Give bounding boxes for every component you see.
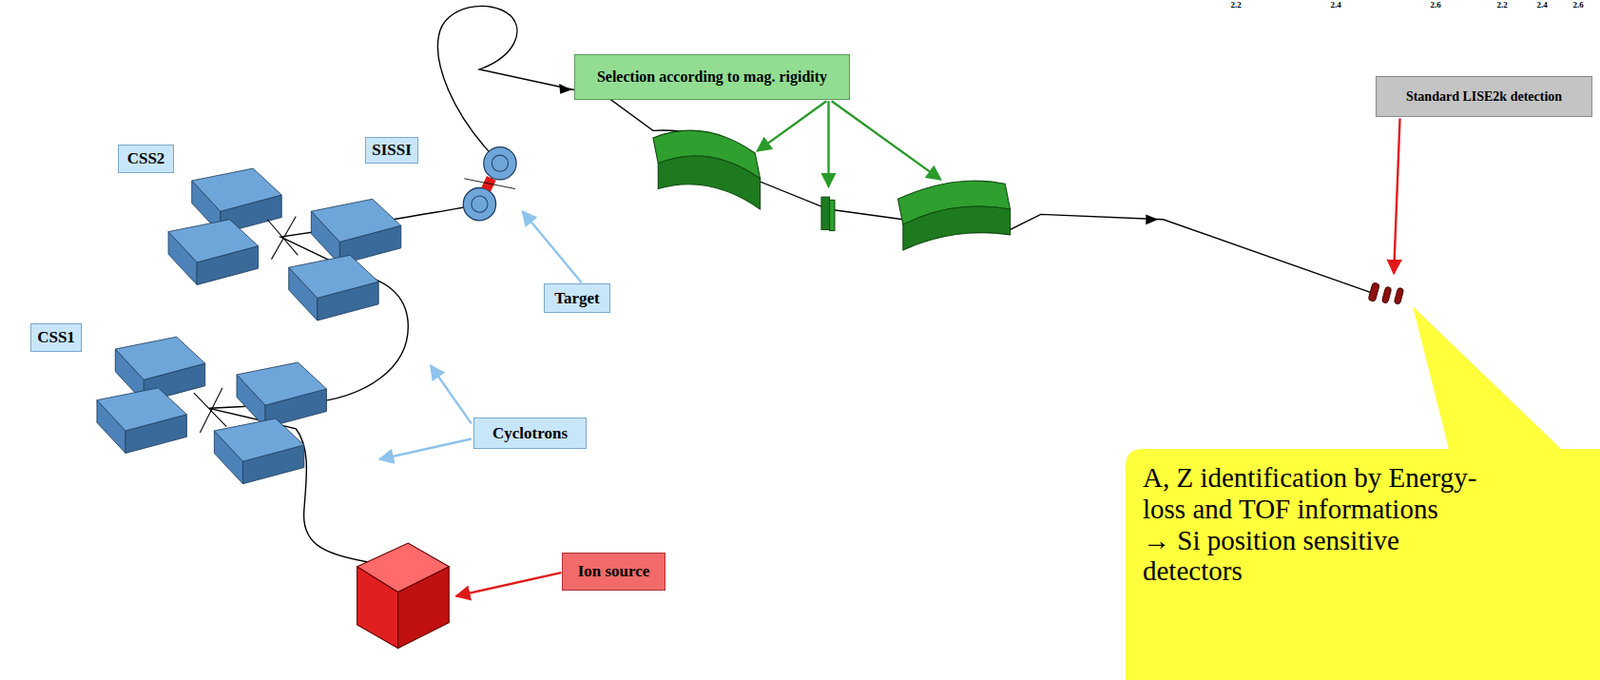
ion-source-cube	[357, 542, 450, 649]
sissi-solenoids	[462, 147, 517, 221]
axis-tick-label: 2.4	[1536, 0, 1547, 10]
axis-tick-label: 2.2	[1230, 0, 1241, 10]
label-text: CSS1	[37, 327, 76, 347]
axis-tick-label: 2.6	[1572, 0, 1583, 10]
axis-tick-label: 2.4	[1330, 0, 1341, 10]
selection-label: Selection according to mag. rigidity	[574, 54, 850, 100]
axis-tick-label: 2.6	[1429, 0, 1441, 10]
label-text: Target	[554, 289, 600, 309]
cyclotrons-label: Cyclotrons	[473, 417, 587, 449]
label-text: SISSI	[371, 140, 412, 160]
detection-label: Standard LISE2k detection	[1375, 76, 1593, 117]
beam-arrowhead	[559, 83, 572, 95]
rigidity-selector	[653, 130, 1011, 251]
si-detectors	[1368, 282, 1405, 306]
css1-label: CSS1	[30, 323, 82, 352]
axis-tick-label: 2.2	[1496, 0, 1507, 10]
cyclotron-css2	[168, 168, 402, 321]
callout-outline	[1125, 306, 1600, 680]
callout-text: → Si position sensitive detectors	[1142, 524, 1485, 588]
callout-text: A, Z identification by Energy-loss and T…	[1142, 462, 1485, 525]
sissi-label: SISSI	[365, 136, 419, 164]
cyclotron-css1	[96, 336, 327, 484]
css2-label: CSS2	[117, 144, 174, 174]
label-text: Ion source	[578, 561, 651, 581]
ion-source-label: Ion source	[561, 552, 666, 591]
label-text: Cyclotrons	[492, 424, 568, 444]
label-text: Selection according to mag. rigidity	[597, 68, 828, 86]
beam-arrowhead	[1145, 213, 1158, 225]
target-label: Target	[543, 283, 611, 313]
label-text: Standard LISE2k detection	[1406, 89, 1562, 105]
identification-callout: A, Z identification by Energy-loss and T…	[1125, 448, 1600, 680]
label-text: CSS2	[127, 149, 166, 169]
